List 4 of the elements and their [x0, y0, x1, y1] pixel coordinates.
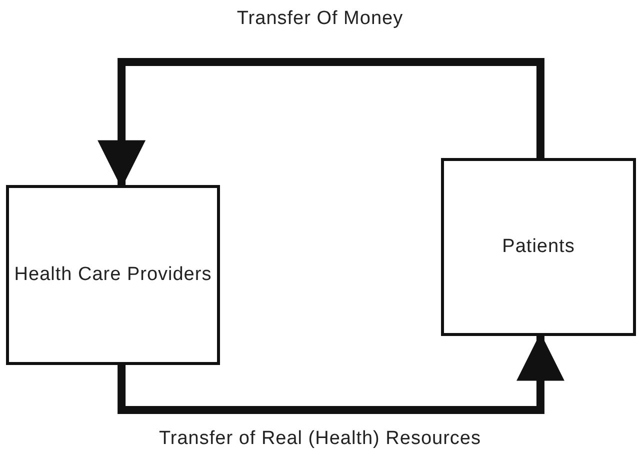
box-label: Health Care Providers: [14, 262, 212, 287]
process-box: [441, 158, 636, 336]
box-label: Patients: [502, 234, 575, 259]
process-box: [6, 185, 220, 365]
